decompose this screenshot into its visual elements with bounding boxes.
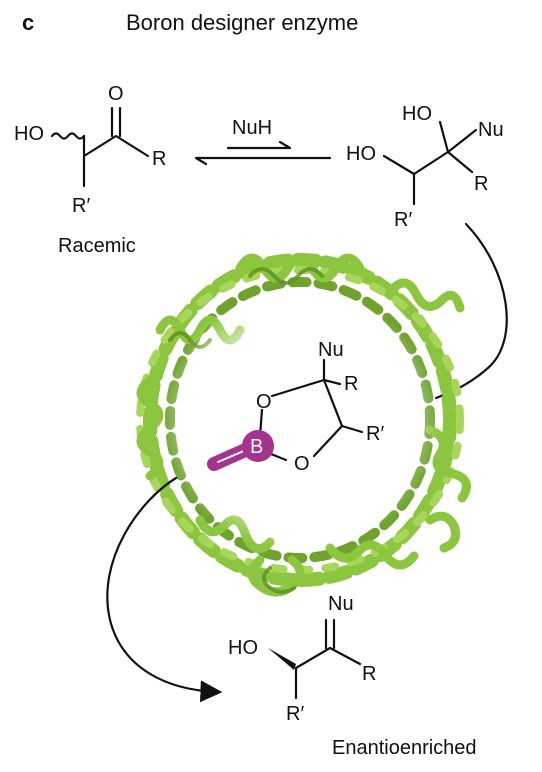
right-r-prime: R′ (394, 209, 412, 231)
helix-lower-right (425, 511, 461, 553)
helix-left (136, 375, 164, 481)
core-nu: Nu (318, 339, 344, 361)
figure-title: Boron designer enzyme (126, 10, 358, 35)
boron-label: B (250, 436, 263, 458)
product-r: R (362, 663, 376, 685)
reverse-arrow (194, 156, 332, 166)
left-r-prime: R′ (72, 195, 90, 217)
right-skeleton (382, 120, 478, 206)
equilibrium-arrows: NuH (194, 117, 332, 166)
helix-top-right (387, 278, 465, 313)
nuh-reagent: NuH (232, 117, 272, 139)
racemic-ketone: HO O R R′ (14, 83, 166, 217)
right-ho-top: HO (402, 103, 432, 125)
product-r-prime: R′ (286, 703, 304, 725)
active-site-glow (160, 290, 440, 550)
core-o1: O (256, 391, 272, 413)
racemic-label: Racemic (58, 235, 136, 257)
curve-to-product (106, 476, 223, 703)
left-o: O (108, 83, 124, 105)
core-o2: O (294, 453, 310, 475)
wedge-bond (268, 648, 296, 670)
right-nu: Nu (478, 119, 504, 141)
product-skeleton (294, 618, 362, 700)
helix-shadow-3 (262, 566, 296, 594)
helix-shadow-2 (248, 267, 324, 285)
left-skeleton (82, 134, 150, 158)
panel-letter: c (22, 10, 34, 35)
product-nu: Nu (328, 593, 354, 615)
right-r: R (474, 173, 488, 195)
enantioenriched-label: Enantioenriched (332, 737, 477, 759)
boron-atom (242, 430, 274, 462)
helix-top (235, 253, 365, 283)
right-ho-left: HO (346, 143, 376, 165)
helix-bottom-right (325, 540, 419, 570)
enantioenriched-product: Nu HO R R′ (228, 593, 376, 725)
helix-right (425, 425, 471, 503)
core-skeleton (258, 358, 364, 462)
diol-adduct: HO Nu HO R R′ (346, 103, 504, 231)
core-r: R (344, 373, 358, 395)
core-r-prime: R′ (366, 423, 384, 445)
product-ho: HO (228, 637, 258, 659)
wavy-bond (50, 132, 86, 140)
boron-linker-highlight (217, 449, 247, 463)
forward-arrow (226, 140, 292, 150)
left-r: R (152, 148, 166, 170)
boronate-ester: Nu R R′ O O B (207, 339, 384, 475)
left-ho: HO (14, 123, 44, 145)
